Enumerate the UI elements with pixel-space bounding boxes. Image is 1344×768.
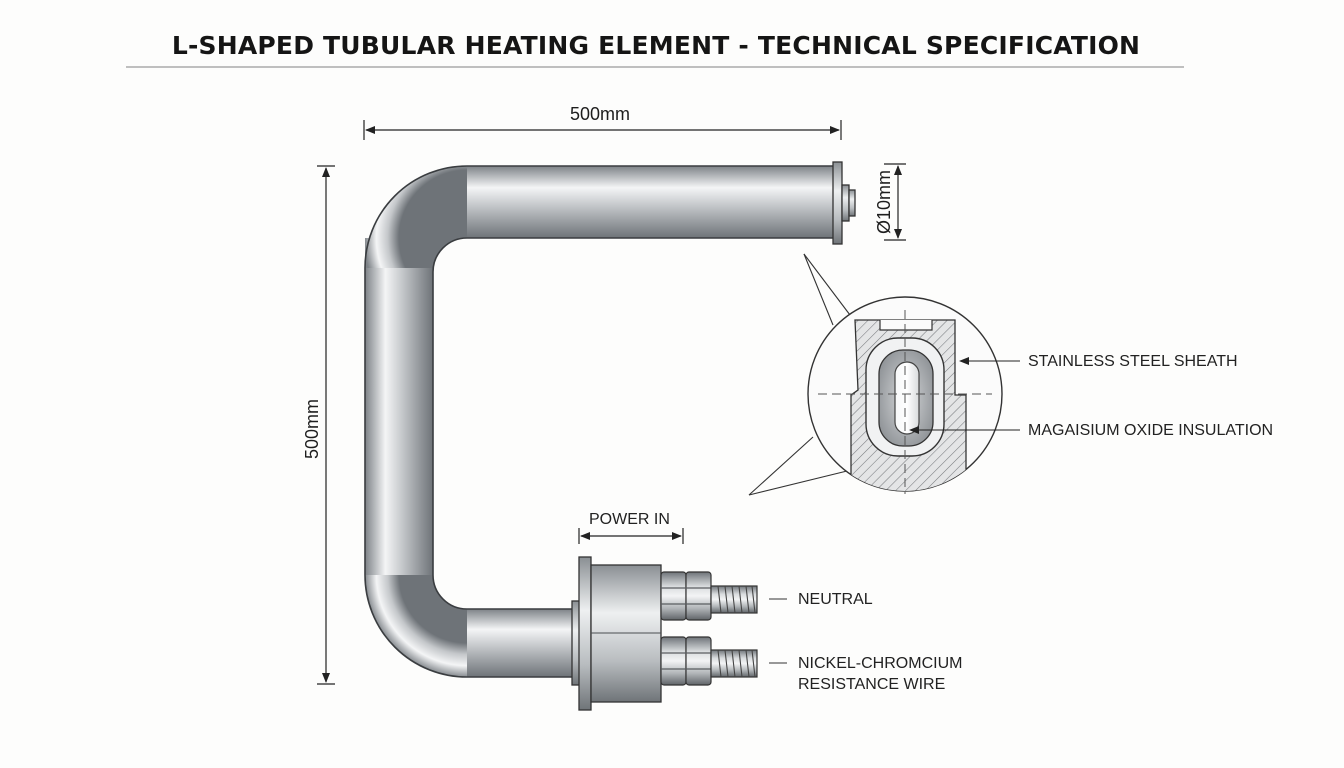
insulation-label: MAGAISIUM OXIDE INSULATION bbox=[1028, 422, 1274, 439]
dimension-power-in bbox=[578, 528, 684, 544]
resistance-wire-label-line1: NICKEL-CHROMCIUM bbox=[798, 655, 963, 672]
dimension-diameter bbox=[884, 163, 906, 241]
neutral-label: NEUTRAL bbox=[798, 591, 873, 608]
terminal-resistance-wire bbox=[660, 636, 758, 686]
terminal-neutral bbox=[660, 571, 758, 621]
sheath-label: STAINLESS STEEL SHEATH bbox=[1028, 353, 1238, 370]
diameter-label: Ø10mm bbox=[874, 169, 894, 234]
heating-tube bbox=[364, 165, 837, 678]
diagram-title: L-SHAPED TUBULAR HEATING ELEMENT - TECHN… bbox=[171, 31, 1141, 60]
cross-section-detail bbox=[807, 296, 1003, 494]
vertical-length-label: 500mm bbox=[302, 398, 322, 459]
dimension-vertical bbox=[317, 165, 335, 685]
horizontal-length-label: 500mm bbox=[570, 104, 631, 124]
resistance-wire-label-line2: RESISTANCE WIRE bbox=[798, 676, 946, 693]
dimension-horizontal bbox=[363, 120, 842, 140]
detail-callout-lines bbox=[748, 253, 851, 496]
terminal-flange bbox=[571, 556, 662, 711]
tube-end-cap bbox=[832, 161, 856, 245]
power-in-label: POWER IN bbox=[589, 511, 670, 528]
